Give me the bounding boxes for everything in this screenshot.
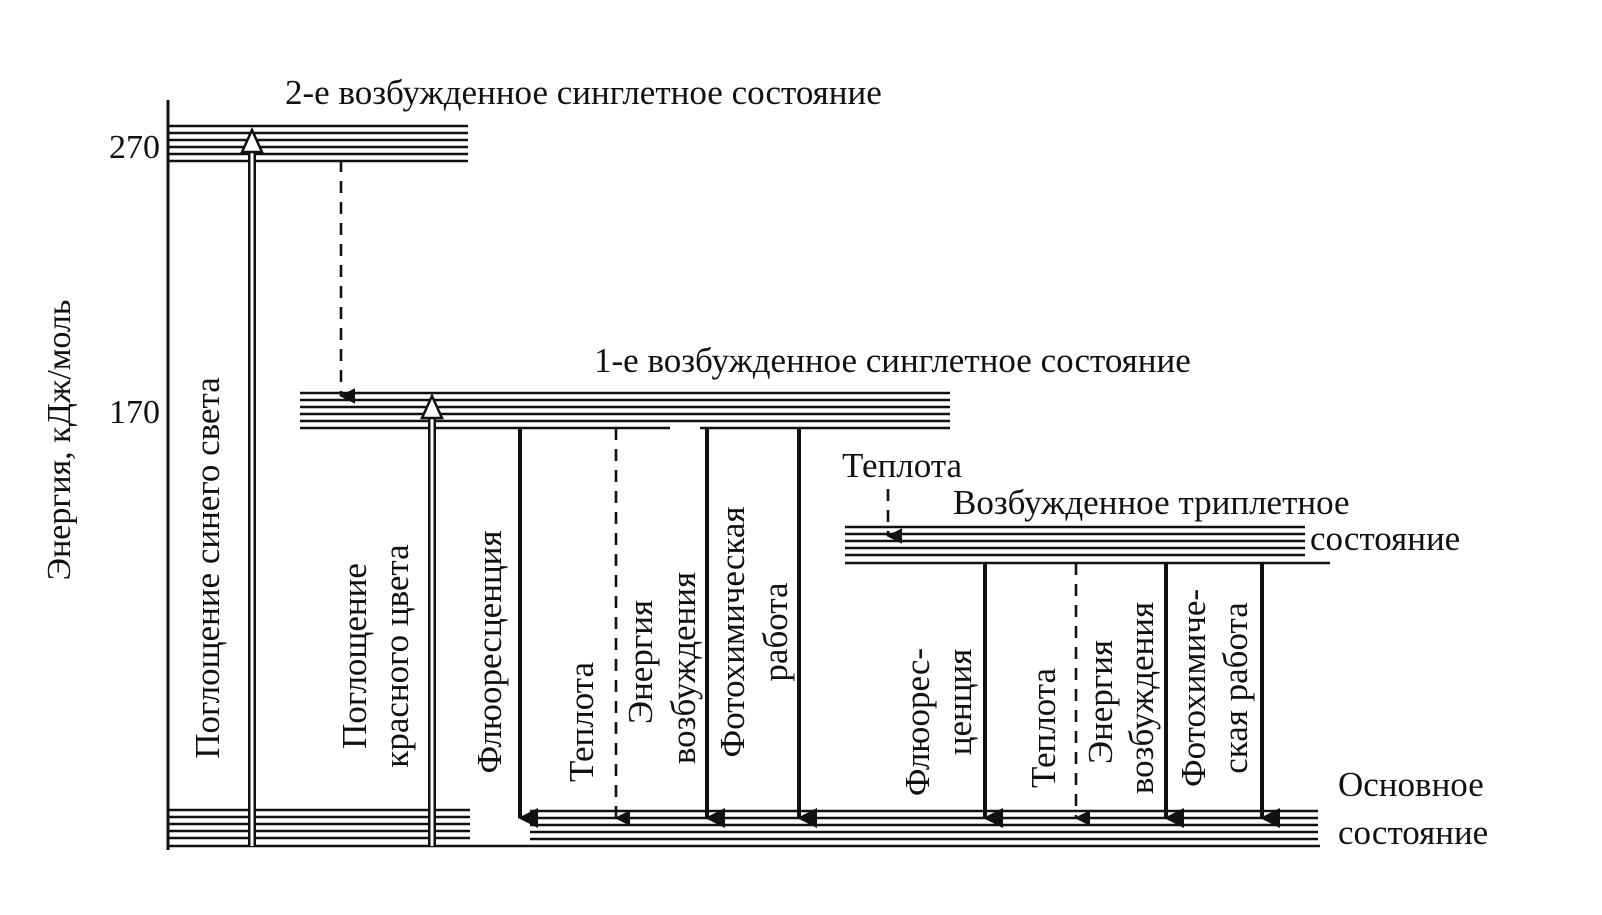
blue-absorption-label: Поглощение синего света — [188, 377, 227, 759]
energy-axis-label: Энергия, кДж/моль — [41, 300, 78, 581]
ground-label-line1: Основное — [1338, 765, 1484, 804]
ground-label-line2: состояние — [1338, 813, 1488, 852]
singlet2-label: 2-е возбужденное синглетное состояние — [285, 73, 882, 112]
s1-excitation-energy-label-line1: Энергия — [621, 600, 660, 724]
level-singlet2 — [168, 124, 468, 163]
tick-label-170: 170 — [109, 394, 160, 431]
heat-to-triplet-label: Теплота — [842, 446, 963, 485]
s1-fluorescence-label: Флюоресценция — [470, 530, 509, 773]
blue-absorption-arrow — [240, 126, 264, 846]
t1-photochem-label-line1: Фотохимиче- — [1174, 589, 1213, 787]
t1-fluorescence-label-line1: Флюорес- — [898, 648, 937, 796]
t1-fluorescence-label-line2: ценция — [940, 649, 979, 756]
red-absorption-label-line1: Поглощение — [335, 563, 374, 749]
s1-heat-label: Теплота — [562, 662, 601, 783]
t1-photochem-label-line2: ская работа — [1216, 602, 1255, 774]
level-ground — [168, 808, 1320, 848]
s1-photochem-label-line2: работа — [756, 582, 795, 682]
level-triplet — [845, 525, 1330, 565]
t1-excitation-energy-label-line2: возбуждения — [1122, 602, 1161, 794]
level-singlet1 — [300, 391, 950, 430]
t1-excitation-energy-label-line1: Энергия — [1081, 640, 1120, 764]
s1-photochem-label-line1: Фотохимическая — [713, 507, 752, 758]
triplet-label-line1: Возбужденное триплетное — [953, 483, 1350, 522]
red-absorption-arrow — [420, 392, 444, 846]
s1-excitation-energy-label-line2: возбуждения — [664, 572, 703, 764]
red-absorption-label-line2: красного цвета — [377, 544, 416, 768]
t1-heat-label: Теплота — [1024, 668, 1063, 789]
triplet-label-line2: состояние — [1310, 519, 1460, 558]
singlet1-label: 1-е возбужденное синглетное состояние — [594, 341, 1191, 380]
tick-label-270: 270 — [109, 129, 160, 166]
